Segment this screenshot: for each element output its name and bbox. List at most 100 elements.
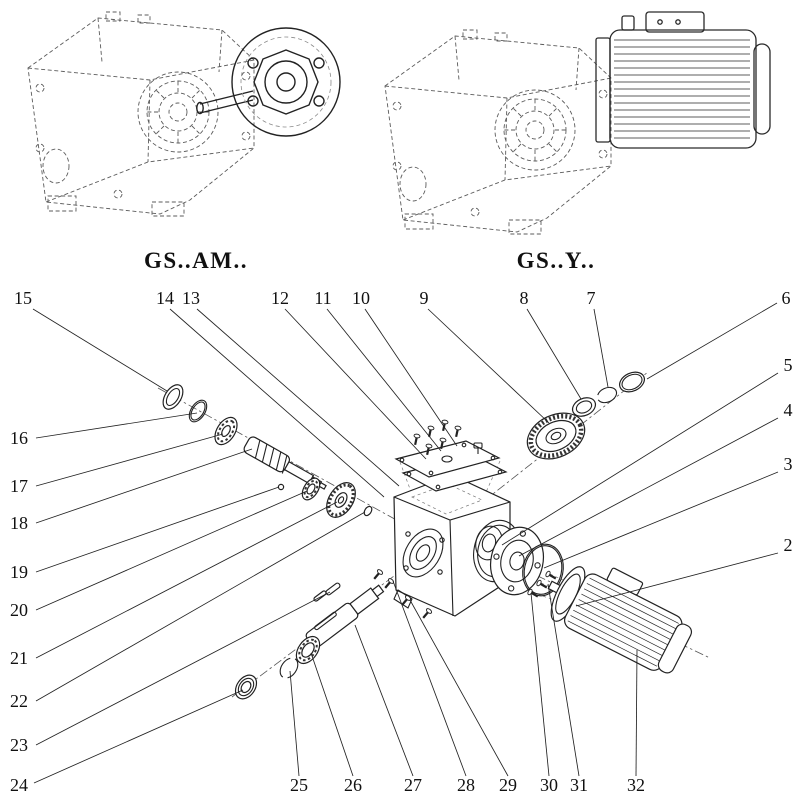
- callout-32: 32: [627, 775, 645, 795]
- figure-label-gs-y: GS..Y..: [517, 248, 596, 273]
- shim-ring: [619, 371, 645, 393]
- callout-11: 11: [314, 288, 331, 308]
- callout-14: 14: [156, 288, 174, 308]
- leader-line-26: [310, 652, 354, 777]
- callout-30: 30: [540, 775, 558, 795]
- callout-7: 7: [587, 288, 596, 308]
- leader-line-9: [427, 308, 550, 424]
- retaining-ring: [188, 399, 208, 423]
- input-axis-line: [157, 387, 401, 523]
- callout-13: 13: [182, 288, 200, 308]
- output-flange-adapter: [196, 27, 341, 137]
- figure-label-gs-am: GS..AM..: [144, 248, 248, 273]
- figure-gs-y: [384, 11, 771, 235]
- vent-plug: [473, 442, 483, 454]
- leader-line-6: [646, 302, 778, 380]
- callout-22: 22: [10, 691, 28, 711]
- gear-housing: [393, 474, 511, 617]
- leader-line-16: [35, 412, 198, 439]
- callout-18: 18: [10, 513, 28, 533]
- leader-line-25: [289, 670, 300, 777]
- leader-line-27: [354, 624, 414, 777]
- callout-9: 9: [420, 288, 429, 308]
- callout-29: 29: [499, 775, 517, 795]
- leader-line-23: [35, 591, 331, 746]
- callout-17: 17: [10, 476, 28, 496]
- leader-line-10: [364, 308, 458, 447]
- flange-bolt-hole: [313, 95, 325, 107]
- oil-seal: [162, 384, 184, 410]
- leader-line-7: [593, 308, 609, 388]
- callout-19: 19: [10, 562, 28, 582]
- leader-line-22: [35, 511, 366, 702]
- worm-wheel-gear: [326, 482, 356, 518]
- exploded-view: [157, 371, 711, 700]
- callout-3: 3: [784, 454, 793, 474]
- motor-terminal-box: [645, 11, 705, 33]
- callout-2: 2: [784, 535, 793, 555]
- callout-25: 25: [290, 775, 308, 795]
- circlip: [596, 386, 618, 404]
- callout-20: 20: [10, 600, 28, 620]
- leader-line-3: [543, 471, 779, 569]
- leader-line-19: [35, 486, 280, 573]
- callout-23: 23: [10, 735, 28, 755]
- callout-26: 26: [344, 775, 362, 795]
- gear-washer: [571, 397, 597, 417]
- callout-31: 31: [570, 775, 588, 795]
- callout-15: 15: [14, 288, 32, 308]
- inspection-cover: [394, 440, 501, 478]
- motor-end-cap: [753, 43, 771, 135]
- leader-line-8: [526, 308, 582, 400]
- callout-4: 4: [784, 400, 793, 420]
- callout-10: 10: [352, 288, 370, 308]
- leader-line-4: [518, 417, 779, 557]
- leader-line-18: [35, 448, 253, 524]
- leader-line-17: [35, 433, 224, 487]
- leader-line-31: [547, 583, 580, 777]
- leader-line-2: [575, 552, 779, 607]
- leader-line-32: [635, 649, 638, 777]
- output-circlip: [279, 657, 299, 679]
- callout-6: 6: [782, 288, 791, 308]
- leader-line-24: [33, 689, 244, 784]
- motor: [547, 566, 693, 674]
- callout-27: 27: [404, 775, 422, 795]
- motor-sketch: [595, 11, 771, 149]
- callout-12: 12: [271, 288, 289, 308]
- callout-28: 28: [457, 775, 475, 795]
- leader-line-29: [409, 599, 509, 777]
- flange-bolt-hole: [313, 57, 325, 69]
- flange-bolt-hole: [247, 57, 259, 69]
- leader-line-5: [501, 372, 779, 546]
- callout-5: 5: [784, 355, 793, 375]
- gearbox-housing-sketch: [384, 29, 612, 235]
- leader-line-28: [392, 580, 467, 777]
- leader-line-15: [32, 308, 168, 392]
- detent-pin: [277, 483, 285, 491]
- callout-16: 16: [10, 428, 28, 448]
- callout-24: 24: [10, 775, 28, 795]
- output-seal-washer: [234, 674, 258, 700]
- output-bearing: [295, 635, 321, 665]
- figure-gs-am: [27, 11, 341, 217]
- spacer-ring: [363, 505, 373, 517]
- callout-8: 8: [520, 288, 529, 308]
- output-shaft: [305, 584, 385, 649]
- input-bearing-2: [301, 477, 321, 501]
- motor-end-cap: [657, 623, 693, 674]
- leader-line-30: [530, 592, 550, 777]
- leader-line-11: [326, 308, 442, 452]
- flange-bolt-hole: [247, 95, 259, 107]
- leader-line-12: [284, 308, 427, 460]
- leader-line-13: [196, 308, 400, 487]
- callout-21: 21: [10, 648, 28, 668]
- gearbox-housing-sketch: [27, 11, 255, 217]
- leader-line-21: [35, 501, 338, 659]
- motor-eyebolt: [621, 15, 635, 31]
- leader-line-20: [35, 490, 308, 611]
- leader-line-14: [169, 308, 385, 498]
